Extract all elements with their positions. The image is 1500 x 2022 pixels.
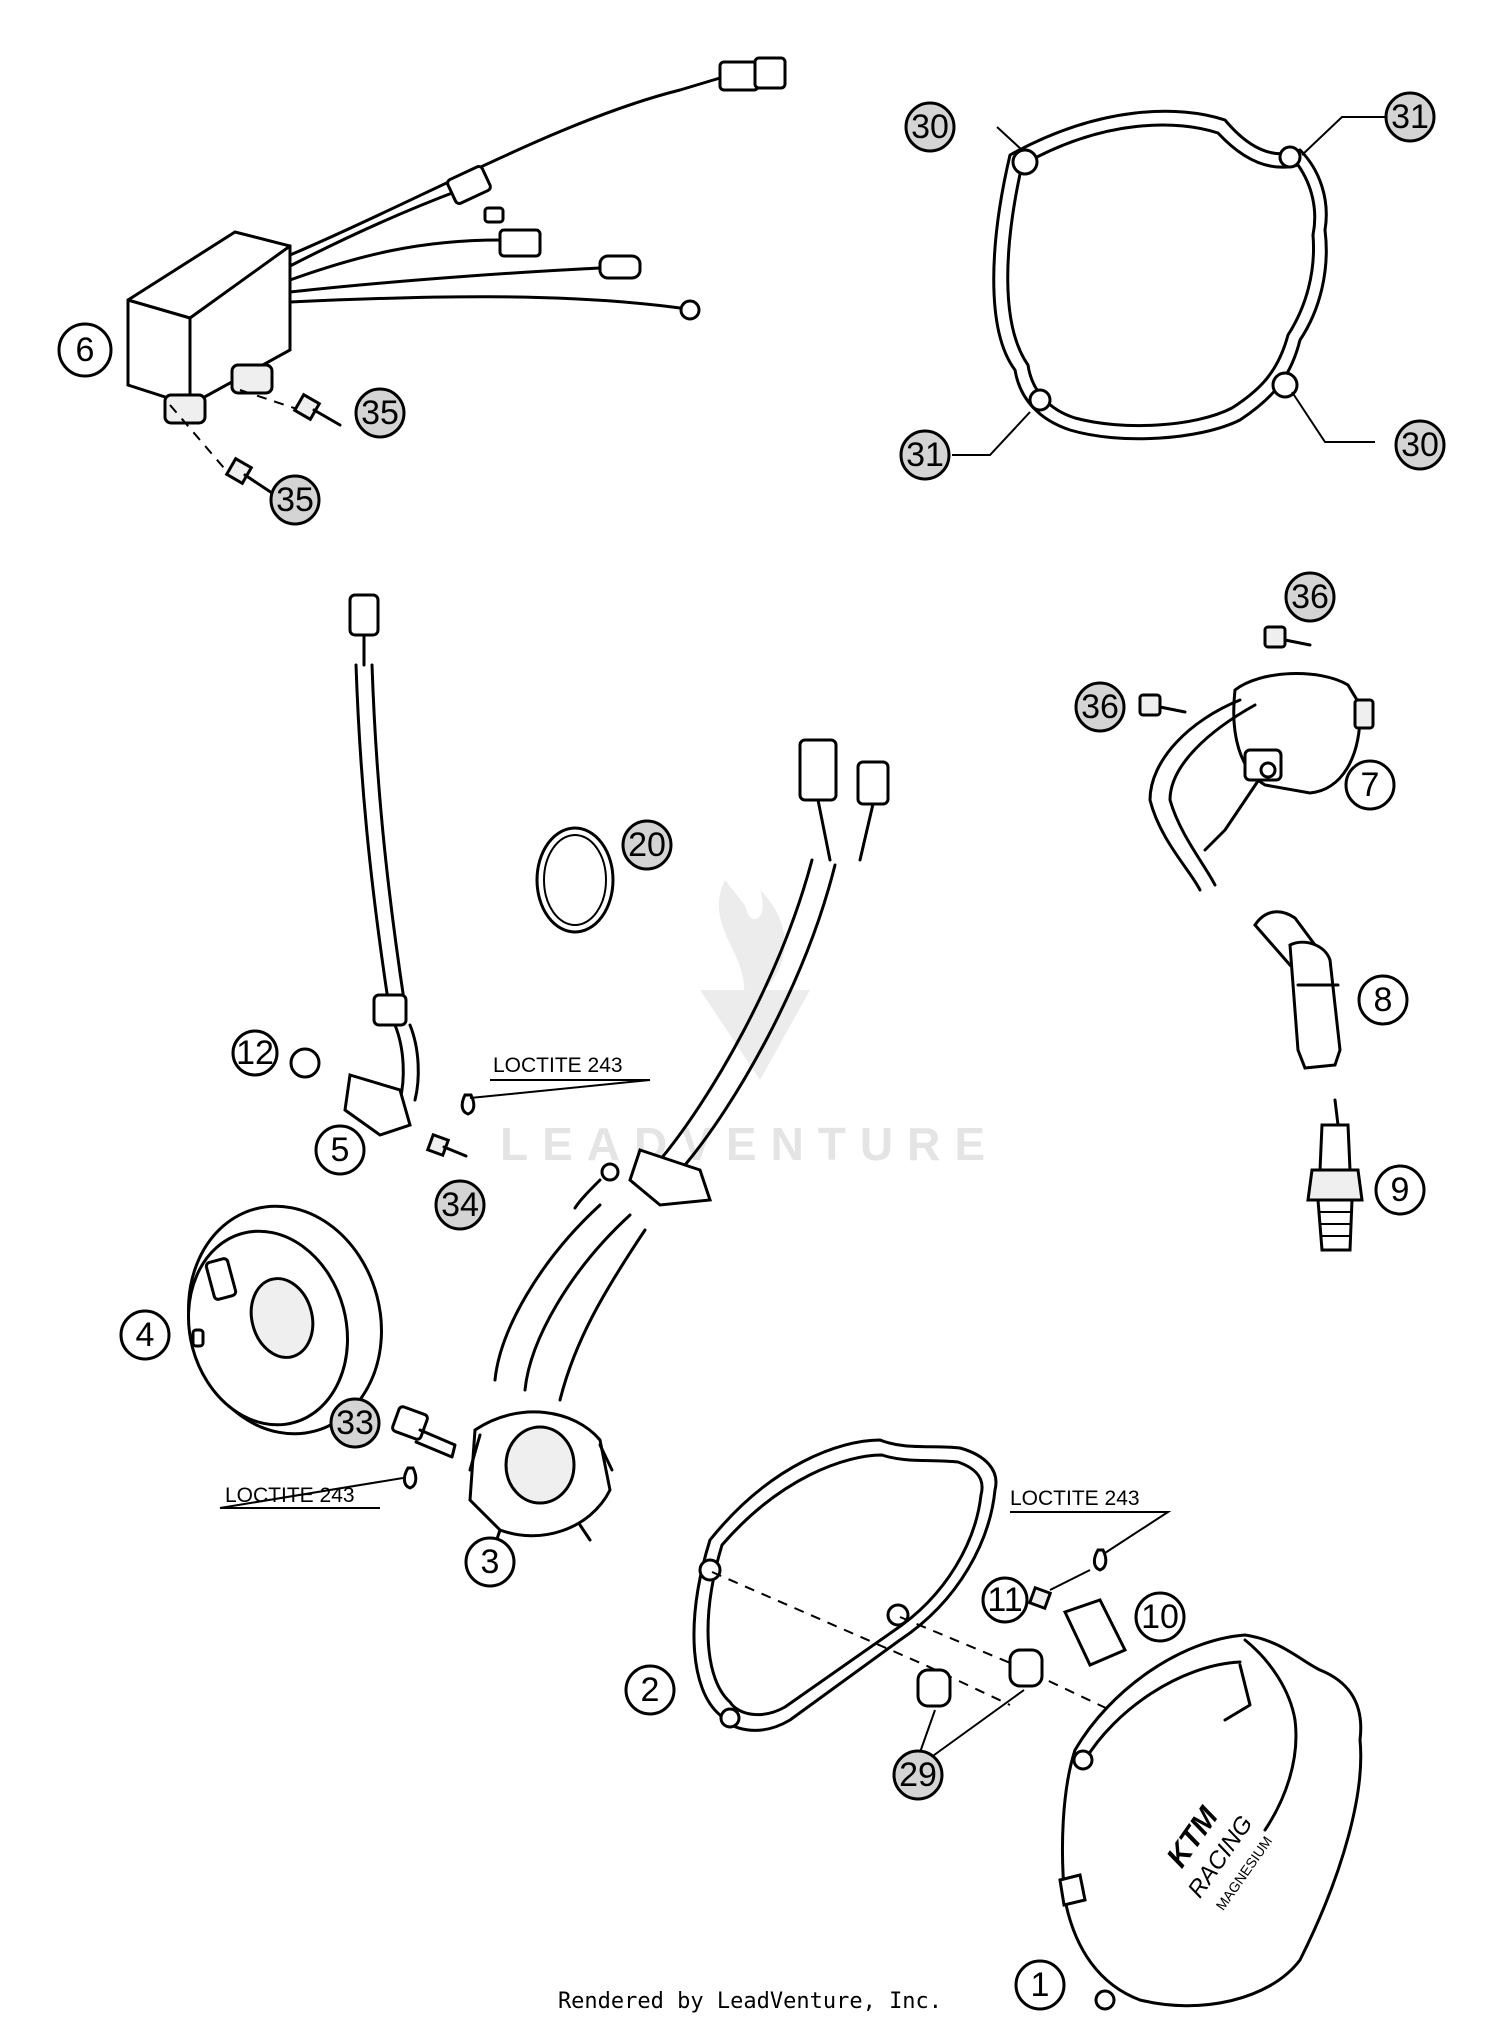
callout-4: 4 (119, 1309, 171, 1361)
callout-36-left: 36 (1074, 681, 1126, 733)
callout-36-top: 36 (1284, 571, 1336, 623)
callout-31-bottom: 31 (899, 429, 951, 481)
part-33-bolt (391, 1405, 457, 1490)
callout-35-right: 35 (354, 387, 406, 439)
part-11-screw (1027, 1548, 1108, 1611)
callout-12: 12 (231, 1029, 279, 1077)
part-9-spark-plug (1306, 1098, 1364, 1252)
part-29-dowel-sleeves (916, 1648, 1044, 1759)
svg-text:36: 36 (1081, 688, 1119, 726)
svg-text:7: 7 (1361, 766, 1380, 804)
callout-34: 34 (434, 1179, 486, 1231)
callout-30-top: 30 (904, 101, 956, 153)
svg-text:3: 3 (481, 1543, 500, 1581)
part-4-flywheel (187, 1204, 383, 1436)
callouts: 1 2 3 4 5 6 7 8 9 10 11 12 20 29 30 (57, 91, 1446, 2011)
svg-text:9: 9 (1391, 1171, 1410, 1209)
part-36-bolts (1138, 625, 1312, 717)
callout-8: 8 (1357, 974, 1409, 1026)
part-8-spark-plug-cap (1253, 910, 1342, 1070)
loctite-note-2: LOCTITE 243 (225, 1484, 355, 1507)
svg-text:30: 30 (911, 108, 949, 146)
loctite-note-1: LOCTITE 243 (493, 1054, 623, 1077)
footer-credit: Rendered by LeadVenture, Inc. (558, 1989, 942, 2014)
callout-20: 20 (621, 819, 673, 871)
watermark-v-icon (700, 990, 810, 1080)
callout-33: 33 (329, 1397, 381, 1449)
callout-29: 29 (892, 1749, 944, 1801)
callout-3: 3 (464, 1536, 516, 1588)
svg-text:4: 4 (136, 1316, 155, 1354)
part-10-cover-plate (1062, 1598, 1128, 1667)
part-20-clamp (535, 826, 615, 934)
svg-text:5: 5 (331, 1131, 350, 1169)
callout-10: 10 (1134, 1591, 1186, 1643)
svg-text:31: 31 (906, 436, 944, 474)
svg-text:6: 6 (76, 331, 95, 369)
callout-35-bottom: 35 (269, 474, 321, 526)
svg-text:30: 30 (1401, 426, 1439, 464)
svg-text:35: 35 (276, 481, 314, 519)
svg-text:1: 1 (1031, 1966, 1050, 2004)
part-12-grommet (289, 1047, 321, 1079)
part-5-pickup-sensor (343, 593, 420, 1137)
svg-text:11: 11 (987, 1581, 1022, 1619)
part-7-ignition-coil (1148, 672, 1375, 892)
svg-text:34: 34 (441, 1186, 479, 1224)
svg-text:35: 35 (361, 394, 399, 432)
callout-30-bottom: 30 (1394, 419, 1446, 471)
callout-11: 11 (981, 1576, 1029, 1624)
callout-5: 5 (314, 1124, 366, 1176)
watermark-text: LEADVENTURE (500, 1118, 999, 1170)
svg-text:36: 36 (1291, 578, 1329, 616)
part-1-ignition-cover: KTM RACING MAGNESIUM (1058, 1633, 1363, 2011)
part-3-stator (468, 738, 890, 1547)
part-2-cover-gasket (692, 1438, 1111, 1732)
watermark: LEADVENTURE (500, 880, 999, 1170)
part-6-cdi-unit (126, 56, 787, 425)
svg-text:33: 33 (336, 1404, 374, 1442)
svg-text:10: 10 (1141, 1598, 1179, 1636)
part-30-31-cover-gasket (992, 109, 1328, 441)
leader-lines (219, 116, 1385, 1554)
loctite-notes: LOCTITE 243 LOCTITE 243 LOCTITE 243 (225, 1054, 1140, 1510)
callout-6: 6 (57, 322, 113, 378)
part-34-screw (425, 1093, 476, 1158)
callout-2: 2 (624, 1664, 676, 1716)
svg-text:8: 8 (1374, 981, 1393, 1019)
callout-1: 1 (1014, 1959, 1066, 2011)
svg-text:12: 12 (236, 1034, 274, 1072)
svg-text:29: 29 (899, 1756, 937, 1794)
loctite-note-3: LOCTITE 243 (1010, 1487, 1140, 1510)
svg-text:31: 31 (1391, 98, 1429, 136)
svg-text:2: 2 (641, 1671, 660, 1709)
callout-9: 9 (1374, 1164, 1426, 1216)
svg-text:20: 20 (628, 826, 666, 864)
callout-31-top: 31 (1384, 91, 1436, 143)
callout-7: 7 (1344, 759, 1396, 811)
part-35-bolts (169, 389, 342, 497)
